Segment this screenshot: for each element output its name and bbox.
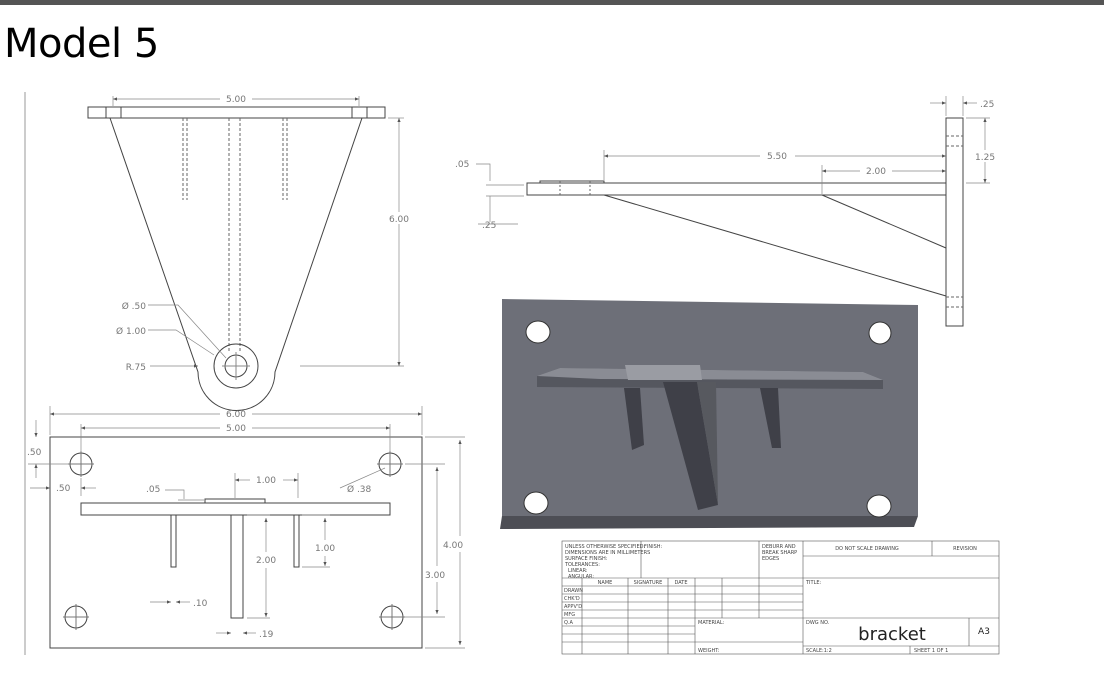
front-hole-dia-small: Ø .50 xyxy=(122,301,147,312)
side-rib-bottom-edge xyxy=(603,194,947,297)
top-hole-spacing-v: 3.00 xyxy=(425,571,445,581)
tb-col-date: DATE xyxy=(674,580,687,586)
render-rib-left xyxy=(624,388,644,450)
tb-size: A3 xyxy=(978,627,990,637)
isometric-render xyxy=(500,299,918,529)
tb-scale: SCALE:1:2 xyxy=(806,648,832,654)
render-rib-right xyxy=(760,388,781,448)
render-rib-center xyxy=(663,382,718,510)
tb-col-name: NAME xyxy=(598,580,613,586)
side-plate-hole-dim: 1.25 xyxy=(975,153,995,163)
top-edge-y: .50 xyxy=(27,448,42,458)
render-hole-br xyxy=(866,494,892,518)
side-rib-length: 2.00 xyxy=(866,167,886,177)
top-overall-height: 4.00 xyxy=(443,541,463,551)
top-overall-width: 6.00 xyxy=(226,410,246,420)
tb-deburr-1: DEBURR AND xyxy=(762,544,796,550)
tb-part-name: bracket xyxy=(858,624,926,645)
tb-no-scale: DO NOT SCALE DRAWING xyxy=(835,546,899,552)
top-dimensions xyxy=(28,406,465,649)
title-block xyxy=(561,540,1000,655)
render-rib-center-face xyxy=(697,382,718,505)
side-view xyxy=(526,117,964,327)
side-arm xyxy=(526,182,947,196)
front-boss-circle xyxy=(213,343,259,389)
tb-dwg-no: DWG NO. xyxy=(806,620,830,626)
side-boss xyxy=(539,180,605,184)
top-rib-right xyxy=(293,514,300,568)
top-edge-x: .50 xyxy=(56,484,71,494)
page-title: Model 5 xyxy=(4,21,159,67)
tb-deburr-3: EDGES xyxy=(762,556,779,562)
top-boss xyxy=(204,498,266,504)
tb-linear: LINEAR: xyxy=(568,568,588,574)
front-top-plate xyxy=(87,106,386,119)
top-arm xyxy=(80,502,391,516)
tb-row-qa: Q.A xyxy=(564,620,574,626)
top-mount-hole-br xyxy=(379,604,405,630)
side-arm-thickness: .25 xyxy=(482,221,496,231)
tb-row-appvd: APPV'D xyxy=(564,604,582,610)
tb-material: MATERIAL: xyxy=(698,620,725,626)
tb-finish: FINISH: xyxy=(644,544,662,550)
front-view xyxy=(87,106,386,411)
tb-angular: ANGULAR: xyxy=(568,574,594,580)
title-block-frame xyxy=(561,540,1000,655)
side-rib-inner-edge xyxy=(821,194,947,249)
top-rib-thickness: .10 xyxy=(193,599,208,609)
render-hole-tl xyxy=(525,320,551,344)
render-plate-edge xyxy=(500,516,918,529)
top-boss-height: .05 xyxy=(146,485,160,495)
top-boss-width: 1.00 xyxy=(256,476,276,486)
tb-row-chkd: CHK'D xyxy=(564,596,580,602)
top-base-plate xyxy=(49,436,423,649)
tb-deburr-2: BREAK SHARP xyxy=(762,550,797,556)
front-web-outline xyxy=(109,117,363,411)
render-arm-top xyxy=(537,368,883,380)
top-bar xyxy=(0,0,1104,5)
tb-unless: UNLESS OTHERWISE SPECIFIED: xyxy=(565,544,645,550)
top-mount-hole-bl xyxy=(63,604,89,630)
front-radius-dim: R.75 xyxy=(126,363,146,373)
top-hole-spacing: 5.00 xyxy=(226,424,246,434)
front-height-dim: 6.00 xyxy=(389,215,409,225)
top-rib-center xyxy=(230,514,244,619)
tb-row-mfg: MFG xyxy=(564,612,575,618)
top-center-rib-thickness: .19 xyxy=(259,630,274,640)
tb-sheet: SHEET 1 OF 1 xyxy=(914,648,948,654)
top-view xyxy=(49,436,423,649)
side-wall-plate xyxy=(945,117,964,327)
render-hole-tr xyxy=(868,321,892,345)
render-hole-bl xyxy=(523,491,549,515)
render-boss xyxy=(625,365,702,380)
tb-weight: WEIGHT: xyxy=(698,648,720,654)
tb-dims: DIMENSIONS ARE IN MILLIMETERS xyxy=(565,550,650,556)
top-mount-hole-tl xyxy=(68,451,94,477)
top-rib-length: 2.00 xyxy=(256,556,276,566)
top-mount-hole-tr xyxy=(377,451,403,477)
front-hidden-lines xyxy=(182,118,288,352)
tb-surface: SURFACE FINISH: xyxy=(565,556,608,562)
top-rib-left xyxy=(170,514,177,568)
tb-col-signature: SIGNATURE xyxy=(634,580,663,586)
front-hole-dia-large: Ø 1.00 xyxy=(116,326,146,337)
tb-title-label: TITLE: xyxy=(805,580,822,586)
front-width-dim: 5.00 xyxy=(226,95,246,105)
side-plate-offset: .25 xyxy=(980,100,994,110)
side-dimensions xyxy=(476,96,990,225)
top-rib-short: 1.00 xyxy=(315,544,335,554)
tb-tolerances: TOLERANCES: xyxy=(564,562,600,568)
side-hidden-holes xyxy=(946,135,963,308)
top-hole-dia: Ø .38 xyxy=(347,484,372,495)
tb-revision: REVISION xyxy=(953,546,977,552)
front-dimensions xyxy=(112,96,404,368)
tb-row-drawn: DRAWN xyxy=(564,588,583,594)
side-boss-height: .05 xyxy=(455,160,469,170)
side-arm-length: 5.50 xyxy=(767,152,787,162)
